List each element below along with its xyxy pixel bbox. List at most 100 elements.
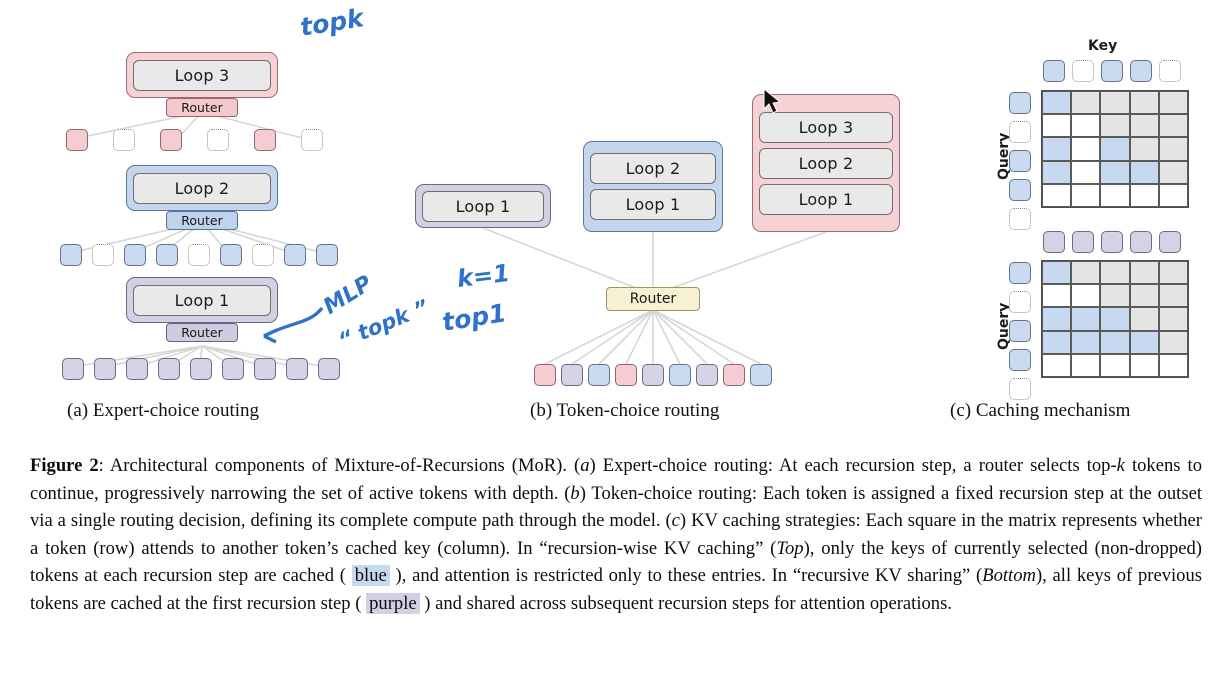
- token: [588, 364, 610, 386]
- panel-b-stack3-loop2: Loop 2: [759, 147, 893, 179]
- token: [750, 364, 772, 386]
- caption-marker-a: a: [580, 455, 590, 476]
- token: [156, 244, 178, 266]
- token: [66, 129, 88, 151]
- panel-b-caption: (b) Token-choice routing: [530, 400, 720, 421]
- caption-highlight-blue: blue: [351, 565, 390, 587]
- matrix-cell: [1100, 353, 1130, 377]
- annotation-topk-handwriting: topk: [298, 3, 366, 42]
- matrix-cell: [1100, 114, 1130, 138]
- matrix-cell: [1100, 261, 1130, 285]
- matrix-cell: [1042, 353, 1072, 377]
- token: [642, 364, 664, 386]
- panel-a-router2[interactable]: Router: [166, 211, 238, 230]
- query-token: [1009, 179, 1031, 201]
- matrix-cell: [1100, 183, 1130, 207]
- matrix-cell: [1042, 137, 1072, 161]
- panel-b-token-row: [534, 364, 772, 386]
- matrix-cell: [1071, 183, 1101, 207]
- key-token: [1043, 231, 1065, 253]
- query-token: [1009, 349, 1031, 371]
- matrix-cell: [1129, 353, 1159, 377]
- caption-text-7: ), and attention is restricted only to t…: [389, 565, 983, 587]
- token: [188, 244, 210, 266]
- key-token: [1130, 60, 1152, 82]
- figure-caption-number: 2: [89, 455, 99, 476]
- token: [286, 358, 308, 380]
- annotation-k-equals-1-handwriting: k=1: [455, 258, 512, 294]
- caption-text-3: tokens to continue, progressively narrow…: [30, 455, 1202, 504]
- matrix-cell: [1042, 284, 1072, 308]
- panel-a-loop1-block: Loop 1: [126, 277, 278, 323]
- caption-text-9: ) and shared across subsequent recursion…: [419, 592, 952, 614]
- matrix-cell: [1071, 307, 1101, 331]
- matrix-cell: [1158, 353, 1188, 377]
- token: [669, 364, 691, 386]
- matrix-top-query-tokens: [1009, 92, 1031, 230]
- panel-b-stack3-loop1: Loop 1: [759, 183, 893, 215]
- key-token: [1072, 60, 1094, 82]
- key-token: [1043, 60, 1065, 82]
- matrix-cell: [1100, 284, 1130, 308]
- matrix-cell: [1071, 91, 1101, 115]
- matrix-cell: [1129, 284, 1159, 308]
- matrix-cell: [1158, 160, 1188, 184]
- caption-text-2: ) Expert-choice routing: At each recursi…: [589, 455, 1117, 476]
- figure-caption-label: Figure: [30, 455, 83, 476]
- matrix-cell: [1158, 284, 1188, 308]
- caption-text-4: ) Token-choice routing: Each token is as…: [30, 482, 1202, 532]
- matrix-cell: [1158, 137, 1188, 161]
- matrix-cell: [1071, 353, 1101, 377]
- matrix-top-key-tokens: [1043, 60, 1181, 82]
- panel-a-caption: (a) Expert-choice routing: [67, 400, 260, 421]
- token: [124, 244, 146, 266]
- caption-marker-b: b: [570, 482, 580, 504]
- matrix-cell: [1100, 307, 1130, 331]
- matrix-cell: [1071, 284, 1101, 308]
- matrix-cell: [1042, 91, 1072, 115]
- panel-a-loop1-label: Loop 1: [133, 284, 271, 316]
- panel-a-loop3-block: Loop 3: [126, 52, 278, 98]
- matrix-bottom-key-tokens: [1043, 231, 1181, 253]
- query-token: [1009, 92, 1031, 114]
- matrix-cell: [1158, 261, 1188, 285]
- caption-text-6: ), only the keys of currently selected (…: [30, 537, 1202, 587]
- token: [62, 358, 84, 380]
- annotation-arrow-icon: [263, 306, 324, 344]
- matrix-cell: [1071, 160, 1101, 184]
- token: [318, 358, 340, 380]
- token: [190, 358, 212, 380]
- panel-a-loop3-label: Loop 3: [133, 59, 271, 91]
- token: [60, 244, 82, 266]
- token: [158, 358, 180, 380]
- matrix-cell: [1100, 160, 1130, 184]
- token: [92, 244, 114, 266]
- matrix-cell: [1042, 183, 1072, 207]
- query-token: [1009, 378, 1031, 400]
- token: [207, 129, 229, 151]
- key-token: [1159, 231, 1181, 253]
- panel-c-caption: (c) Caching mechanism: [950, 400, 1131, 421]
- panel-a-router3[interactable]: Router: [166, 98, 238, 117]
- token: [160, 129, 182, 151]
- panel-b-stack2-loop1: Loop 1: [590, 189, 716, 220]
- matrix-cell: [1100, 330, 1130, 354]
- matrix-cell: [1100, 91, 1130, 115]
- query-token: [1009, 150, 1031, 172]
- matrix-cell: [1129, 137, 1159, 161]
- key-token: [1130, 231, 1152, 253]
- matrix-cell: [1129, 330, 1159, 354]
- panel-b-stack-1: Loop 1: [415, 184, 551, 228]
- caption-highlight-purple: purple: [366, 592, 420, 614]
- matrix-cell: [1129, 114, 1159, 138]
- caption-marker-c: c: [671, 510, 680, 532]
- token: [252, 244, 274, 266]
- matrix-key-label: Key: [1088, 38, 1118, 54]
- matrix-bottom-grid: [1041, 260, 1189, 378]
- matrix-cell: [1129, 183, 1159, 207]
- panel-b-router[interactable]: Router: [606, 287, 700, 311]
- matrix-cell: [1158, 114, 1188, 138]
- matrix-cell: [1071, 330, 1101, 354]
- token: [254, 358, 276, 380]
- panel-a-router1[interactable]: Router: [166, 323, 238, 342]
